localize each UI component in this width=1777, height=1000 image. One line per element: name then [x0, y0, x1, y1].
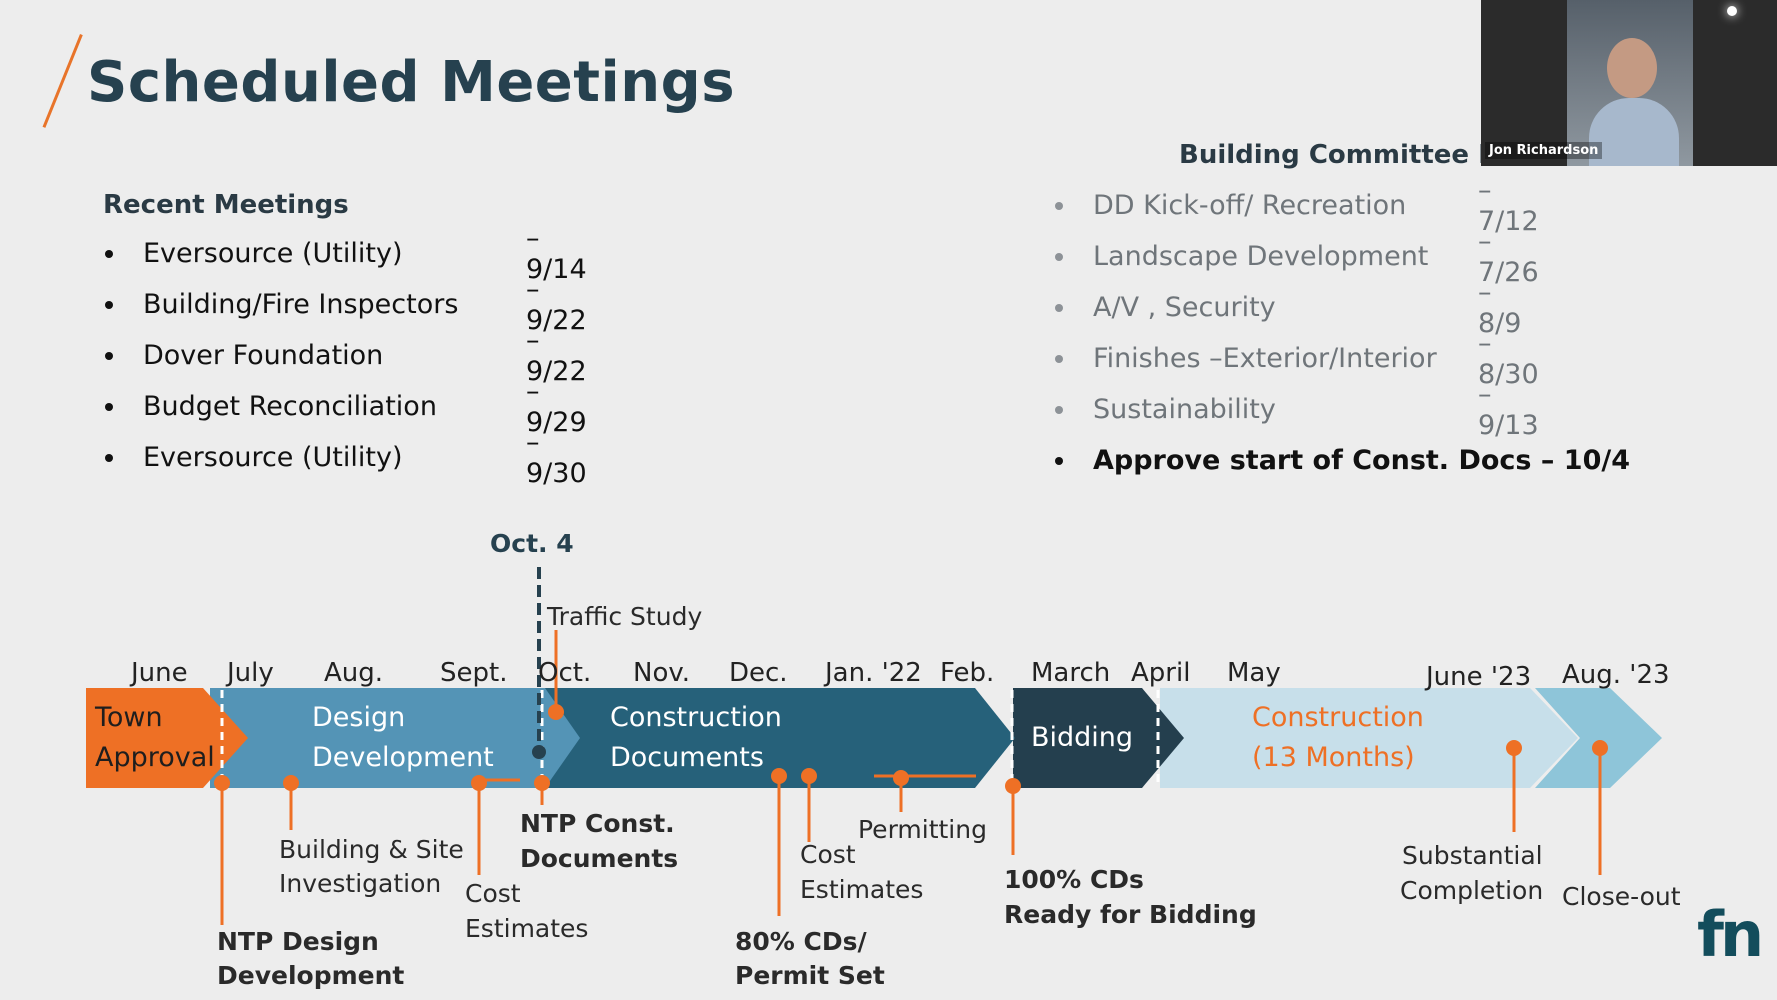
bullet-icon [1055, 456, 1063, 465]
label-100cd-1: 100% CDs [1004, 865, 1144, 894]
oct4-marker-label: Oct. 4 [490, 529, 574, 558]
phase-town-label: Town Approval [95, 702, 215, 773]
participant-face [1607, 38, 1657, 98]
ceiling-light-icon [1727, 6, 1737, 16]
list-item: Sustainability– 9/13 [1055, 379, 1539, 441]
milestone-dot [771, 768, 787, 784]
bullet-icon [105, 249, 113, 258]
label-traffic-study: Traffic Study [547, 602, 703, 631]
phase-cd-label-2: Documents [610, 742, 764, 773]
list-item: Eversource (Utility)– 9/30 [105, 427, 587, 489]
phase-bidding-label: Bidding [1031, 722, 1134, 753]
phase-closeout-bar [1535, 688, 1662, 788]
participant-video-tile[interactable]: Jon Richardson [1481, 0, 1777, 166]
label-closeout: Close-out [1562, 882, 1681, 911]
month-label: May [1227, 658, 1281, 688]
milestone-dot [1005, 778, 1021, 794]
phase-construction-label-1: Construction [1252, 702, 1424, 733]
month-label: Feb. [940, 658, 995, 688]
month-label: Nov. [633, 658, 690, 688]
label-substantial-2: Completion [1400, 876, 1544, 905]
list-item: Dover Foundation– 9/22 [105, 325, 587, 387]
month-label: Aug. [324, 658, 384, 688]
page-title: Scheduled Meetings [87, 50, 736, 115]
month-label: July [227, 658, 274, 688]
label-cost-estimates-1a: Cost [465, 879, 521, 908]
label-cost-estimates-2a: Cost [800, 840, 856, 869]
milestone-dot [1592, 740, 1608, 756]
committee-heading: Building Committee Me [1179, 140, 1522, 170]
list-item: Budget Reconciliation– 9/29 [105, 376, 587, 438]
company-logo: fn [1697, 898, 1764, 971]
label-building-site-1: Building & Site [279, 835, 464, 864]
month-label: March [1031, 658, 1111, 688]
label-cost-estimates-2b: Estimates [800, 875, 924, 904]
phase-construction-bar [1160, 688, 1578, 788]
participant-name: Jon Richardson [1485, 142, 1603, 159]
milestone-dot [801, 768, 817, 784]
label-100cd-2: Ready for Bidding [1004, 900, 1257, 929]
list-item: Approve start of Const. Docs – 10/4 [1055, 445, 1630, 476]
bullet-icon [1055, 354, 1063, 363]
bullet-icon [1055, 405, 1063, 414]
oct4-marker-dot [532, 745, 546, 759]
label-ntp-design-1: NTP Design [217, 927, 379, 956]
phase-bidding-bar [1013, 688, 1184, 788]
phase-cd-label-1: Construction [610, 702, 782, 733]
milestone-dot [534, 775, 550, 791]
milestone-dot [471, 775, 487, 791]
phase-town-bar [86, 688, 248, 788]
milestone-dot [548, 704, 564, 720]
participant-shirt [1589, 98, 1679, 166]
label-ntp-design-2: Development [217, 961, 405, 990]
phase-design-bar [210, 688, 580, 788]
label-permitting: Permitting [858, 815, 987, 844]
label-building-site-2: Investigation [279, 869, 442, 898]
bullet-icon [1055, 201, 1063, 210]
label-80cd-1: 80% CDs/ [735, 927, 867, 956]
milestone-dot [283, 775, 299, 791]
bullet-icon [105, 300, 113, 309]
label-cost-estimates-1b: Estimates [465, 914, 589, 943]
label-80cd-2: Permit Set [735, 961, 885, 990]
recent-meetings-heading: Recent Meetings [103, 190, 349, 220]
month-label: June '23 [1426, 662, 1532, 692]
milestone-dot [893, 770, 909, 786]
list-item: Finishes –Exterior/Interior– 8/30 [1055, 328, 1539, 390]
list-item: Landscape Development– 7/26 [1055, 226, 1539, 288]
milestone-dot [1506, 740, 1522, 756]
month-label: Aug. '23 [1562, 660, 1670, 690]
month-label: Sept. [440, 658, 508, 688]
phase-design-label-2: Development [312, 742, 494, 773]
bullet-icon [1055, 252, 1063, 261]
bullet-icon [105, 351, 113, 360]
month-label: Jan. '22 [825, 658, 922, 688]
list-item: DD Kick-off/ Recreation– 7/12 [1055, 175, 1539, 237]
list-item: Building/Fire Inspectors– 9/22 [105, 274, 587, 336]
list-item: A/V , Security– 8/9 [1055, 277, 1521, 339]
label-substantial-1: Substantial [1402, 841, 1543, 870]
month-label: April [1131, 658, 1191, 688]
phase-cd-bar [540, 688, 1015, 788]
phase-construction-label-2: (13 Months) [1252, 742, 1415, 773]
list-item: Eversource (Utility)– 9/14 [105, 223, 587, 285]
month-label: Oct. [538, 658, 592, 688]
month-label: June [131, 658, 188, 688]
phase-design-label-1: Design [312, 702, 406, 733]
bullet-icon [1055, 303, 1063, 312]
bullet-icon [105, 453, 113, 462]
bullet-icon [105, 402, 113, 411]
label-ntp-cd-1: NTP Const. [520, 809, 675, 838]
milestone-dot [214, 775, 230, 791]
month-label: Dec. [729, 658, 788, 688]
label-ntp-cd-2: Documents [520, 844, 679, 873]
